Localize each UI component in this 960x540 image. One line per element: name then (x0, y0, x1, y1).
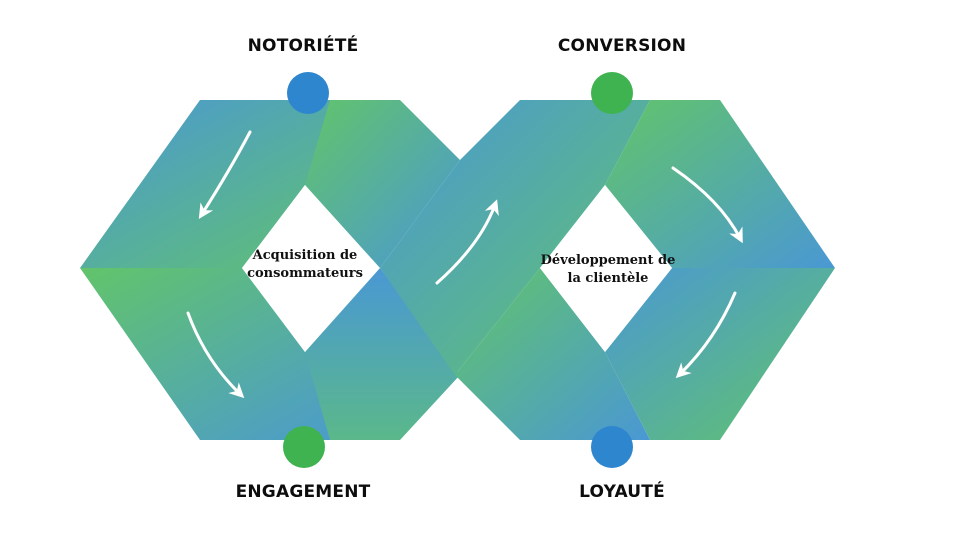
stage-label-conversion: CONVERSION (557, 36, 687, 56)
left-center-line-1: Acquisition de (252, 248, 358, 263)
right-loop (380, 100, 835, 440)
right-center-diamond (540, 185, 672, 352)
left-center-caption: Acquisition de consommateurs (235, 247, 375, 283)
right-center-line-1: Développement de (540, 253, 676, 268)
arrow-to-engagement-icon (186, 311, 245, 399)
notoriete-dot (287, 72, 329, 114)
arrow-to-loyaute-icon (675, 291, 737, 379)
right-loop-crossing-band (380, 100, 650, 375)
flow-arrows (186, 130, 743, 399)
arrow-conversion-down-icon (671, 166, 743, 244)
conversion-dot (591, 72, 633, 114)
left-loop (80, 100, 460, 440)
stage-label-loyaute: LOYAUTÉ (579, 482, 665, 502)
stage-label-engagement: ENGAGEMENT (235, 482, 371, 502)
stage-label-notoriete: NOTORIÉTÉ (247, 36, 359, 56)
right-center-caption: Développement de la clientèle (538, 252, 678, 288)
left-loop-upper-left-band (80, 100, 390, 268)
left-center-diamond (242, 185, 372, 352)
left-loop-lower-right-band (305, 268, 460, 440)
left-loop-upper-right-band (305, 100, 460, 268)
right-loop-lower-right-band (605, 268, 835, 440)
right-loop-upper-right-band (605, 100, 835, 268)
left-center-line-2: consommateurs (247, 266, 363, 281)
right-center-line-2: la clientèle (567, 271, 649, 286)
arrow-to-conversion-icon (435, 199, 499, 285)
arrow-notoriete-down-icon (198, 130, 252, 220)
left-loop-lower-left-band (80, 268, 390, 440)
engagement-dot (283, 426, 325, 468)
loyaute-dot (591, 426, 633, 468)
right-loop-lower-left-band (455, 268, 650, 440)
